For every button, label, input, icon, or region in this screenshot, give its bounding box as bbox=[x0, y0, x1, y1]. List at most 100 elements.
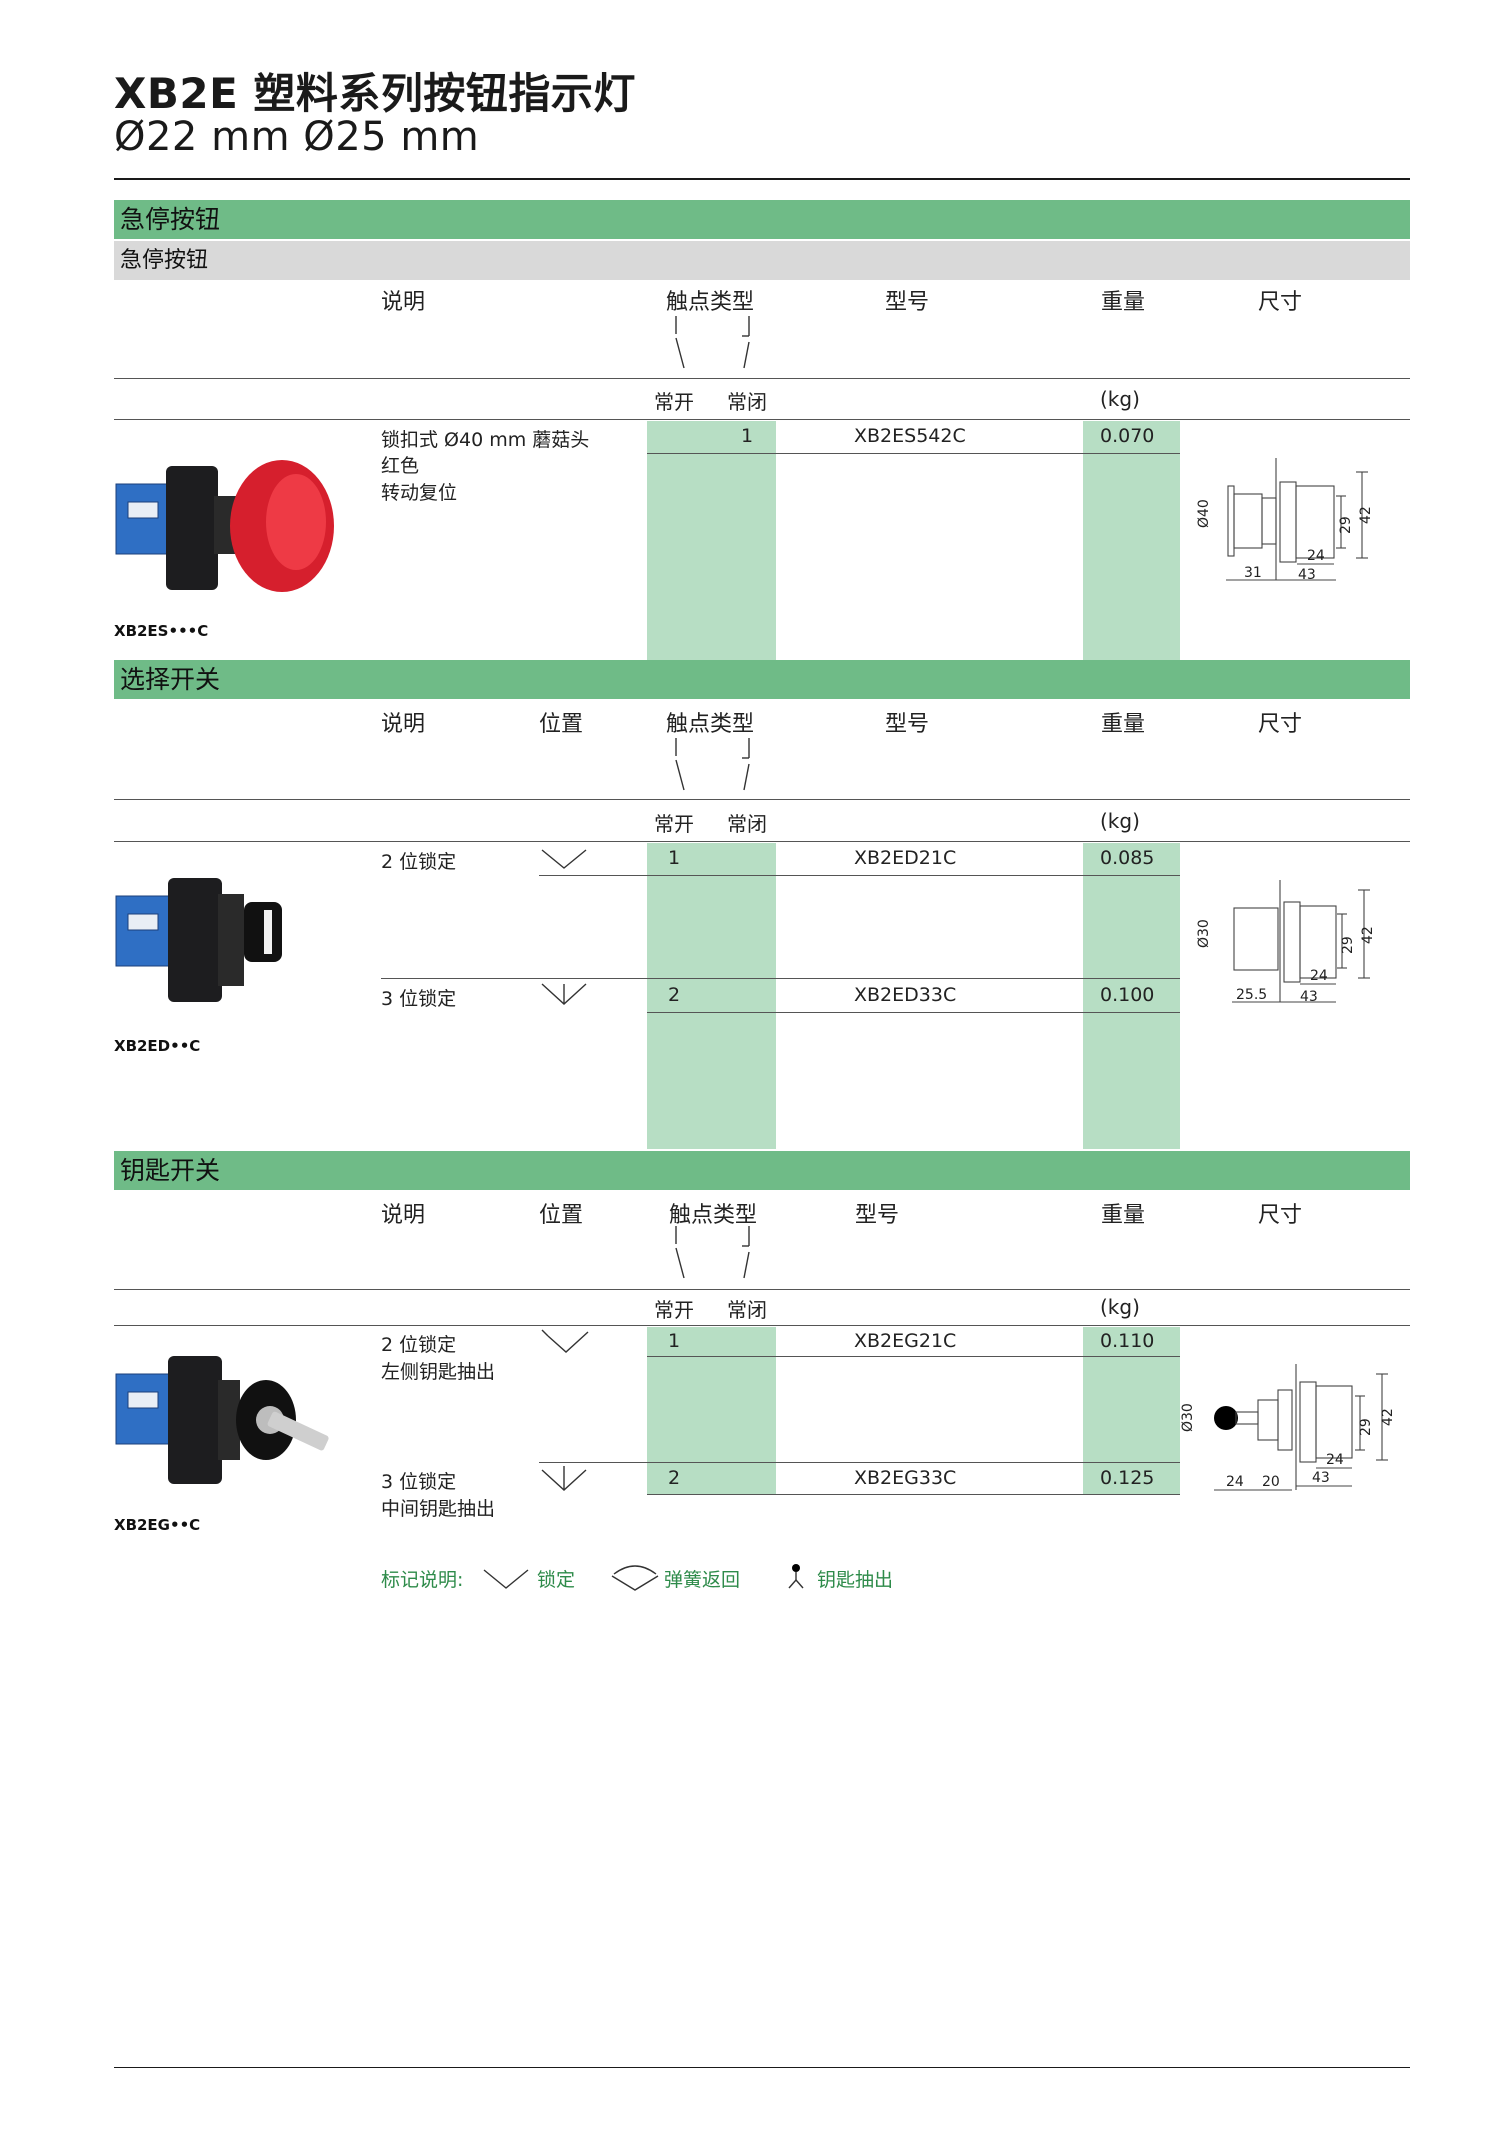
col-header-dims: 尺寸 bbox=[1258, 290, 1303, 315]
svg-text:24: 24 bbox=[1307, 548, 1325, 564]
weight-column-bg bbox=[1083, 421, 1180, 660]
row-weight: 0.100 bbox=[1100, 984, 1155, 1006]
legend-label: 标记说明: bbox=[381, 1569, 464, 1591]
svg-text:42: 42 bbox=[1380, 1408, 1396, 1426]
divider bbox=[114, 1289, 1410, 1290]
product-caption: XB2ES•••C bbox=[114, 622, 209, 640]
col-header-weight: 重量 bbox=[1101, 712, 1146, 737]
col-header-contact-type: 触点类型 bbox=[669, 1203, 758, 1228]
section-title-key-switch: 钥匙开关 bbox=[114, 1151, 1410, 1190]
selector-switch-product-image bbox=[115, 878, 282, 1002]
position-locked-key-left-icon bbox=[541, 1329, 589, 1353]
sub-header-kg: (kg) bbox=[1100, 1295, 1140, 1319]
col-header-dims: 尺寸 bbox=[1258, 1203, 1303, 1228]
legend-key-out: 钥匙抽出 bbox=[817, 1569, 894, 1591]
row-divider bbox=[647, 1012, 1180, 1013]
row-divider bbox=[647, 453, 1180, 454]
row-model: XB2ED21C bbox=[854, 847, 957, 869]
divider bbox=[114, 419, 1410, 420]
subsection-title-emergency-stop: 急停按钮 bbox=[114, 241, 1410, 280]
sub-header-no: 常开 bbox=[654, 812, 694, 836]
bottom-rule bbox=[114, 2067, 1410, 2068]
svg-text:Ø40: Ø40 bbox=[1196, 499, 1212, 528]
section-title-selector-switch: 选择开关 bbox=[114, 660, 1410, 699]
svg-text:43: 43 bbox=[1298, 567, 1316, 583]
contact-symbols-icon bbox=[675, 1226, 750, 1279]
svg-text:24: 24 bbox=[1326, 1452, 1344, 1468]
sub-header-kg: (kg) bbox=[1100, 809, 1140, 833]
dimension-drawing: Ø30 29 42 24 24 20 43 bbox=[1180, 1364, 1396, 1491]
row-divider bbox=[381, 978, 1180, 979]
row-model: XB2EG33C bbox=[854, 1467, 957, 1489]
svg-text:Ø30: Ø30 bbox=[1196, 919, 1212, 948]
row-divider bbox=[539, 1462, 1180, 1463]
sub-header-nc: 常闭 bbox=[727, 390, 767, 414]
sub-header-kg: (kg) bbox=[1100, 387, 1140, 411]
row-model: XB2ED33C bbox=[854, 984, 957, 1006]
row-desc-line: 红色 bbox=[381, 455, 420, 477]
col-header-model: 型号 bbox=[885, 712, 930, 737]
row-model: XB2ES542C bbox=[854, 425, 966, 447]
spring-return-icon bbox=[611, 1565, 659, 1591]
position-locked-3-icon bbox=[541, 983, 587, 1005]
svg-text:24: 24 bbox=[1310, 968, 1328, 984]
contact-column-bg bbox=[647, 843, 776, 1149]
top-rule bbox=[114, 178, 1410, 180]
key-switch-product-image bbox=[115, 1356, 329, 1484]
weight-column-bg bbox=[1083, 1327, 1180, 1495]
svg-text:31: 31 bbox=[1244, 565, 1262, 581]
contact-symbols-icon bbox=[675, 738, 750, 791]
contact-column-bg bbox=[647, 421, 776, 660]
row-no-count: 1 bbox=[668, 847, 681, 869]
row-divider bbox=[647, 1356, 1180, 1357]
sub-header-nc: 常闭 bbox=[727, 1298, 767, 1322]
row-divider bbox=[539, 875, 1180, 876]
position-locked-key-center-icon bbox=[541, 1466, 587, 1491]
divider bbox=[114, 799, 1410, 800]
section-title-emergency-stop: 急停按钮 bbox=[114, 200, 1410, 239]
legend-spring: 弹簧返回 bbox=[664, 1569, 741, 1591]
row-desc-line: 3 位锁定 bbox=[381, 1471, 457, 1493]
locked-icon bbox=[483, 1569, 529, 1589]
svg-text:43: 43 bbox=[1312, 1470, 1330, 1486]
col-header-contact-type: 触点类型 bbox=[666, 290, 755, 315]
col-header-contact-type: 触点类型 bbox=[666, 712, 755, 737]
row-desc-line: 2 位锁定 bbox=[381, 1334, 457, 1356]
col-header-dims: 尺寸 bbox=[1258, 712, 1303, 737]
product-caption: XB2ED••C bbox=[114, 1037, 201, 1055]
row-desc-line: 2 位锁定 bbox=[381, 851, 457, 873]
weight-column-bg bbox=[1083, 843, 1180, 1149]
divider bbox=[114, 841, 1410, 842]
row-weight: 0.070 bbox=[1100, 425, 1155, 447]
col-header-weight: 重量 bbox=[1101, 290, 1146, 315]
row-weight: 0.110 bbox=[1100, 1330, 1155, 1352]
contact-symbols-icon bbox=[675, 316, 750, 369]
page-subtitle: Ø22 mm Ø25 mm bbox=[114, 114, 480, 160]
col-header-desc: 说明 bbox=[381, 290, 426, 315]
svg-text:29: 29 bbox=[1358, 1418, 1374, 1436]
svg-text:42: 42 bbox=[1360, 926, 1376, 944]
row-desc-line: 左侧钥匙抽出 bbox=[381, 1361, 496, 1383]
svg-text:20: 20 bbox=[1262, 1474, 1280, 1490]
divider bbox=[114, 1325, 1410, 1326]
page-title: XB2E 塑料系列按钮指示灯 bbox=[114, 69, 636, 118]
dimension-drawing: Ø40 29 42 24 31 43 bbox=[1196, 458, 1374, 583]
col-header-desc: 说明 bbox=[381, 1203, 426, 1228]
svg-text:43: 43 bbox=[1300, 989, 1318, 1005]
svg-text:42: 42 bbox=[1358, 506, 1374, 524]
row-weight: 0.125 bbox=[1100, 1467, 1155, 1489]
row-weight: 0.085 bbox=[1100, 847, 1155, 869]
svg-text:25.5: 25.5 bbox=[1236, 987, 1267, 1003]
col-header-model: 型号 bbox=[855, 1203, 900, 1228]
row-nc-count: 1 bbox=[741, 425, 754, 447]
row-no-count: 2 bbox=[668, 984, 681, 1006]
key-out-icon bbox=[788, 1564, 804, 1589]
emergency-stop-product-image bbox=[115, 460, 334, 592]
row-desc-line: 锁扣式 Ø40 mm 蘑菇头 bbox=[381, 429, 590, 451]
row-desc-line: 转动复位 bbox=[381, 482, 458, 504]
product-caption: XB2EG••C bbox=[114, 1516, 201, 1534]
row-model: XB2EG21C bbox=[854, 1330, 957, 1352]
row-no-count: 2 bbox=[668, 1467, 681, 1489]
col-header-model: 型号 bbox=[885, 290, 930, 315]
svg-text:29: 29 bbox=[1338, 516, 1354, 534]
